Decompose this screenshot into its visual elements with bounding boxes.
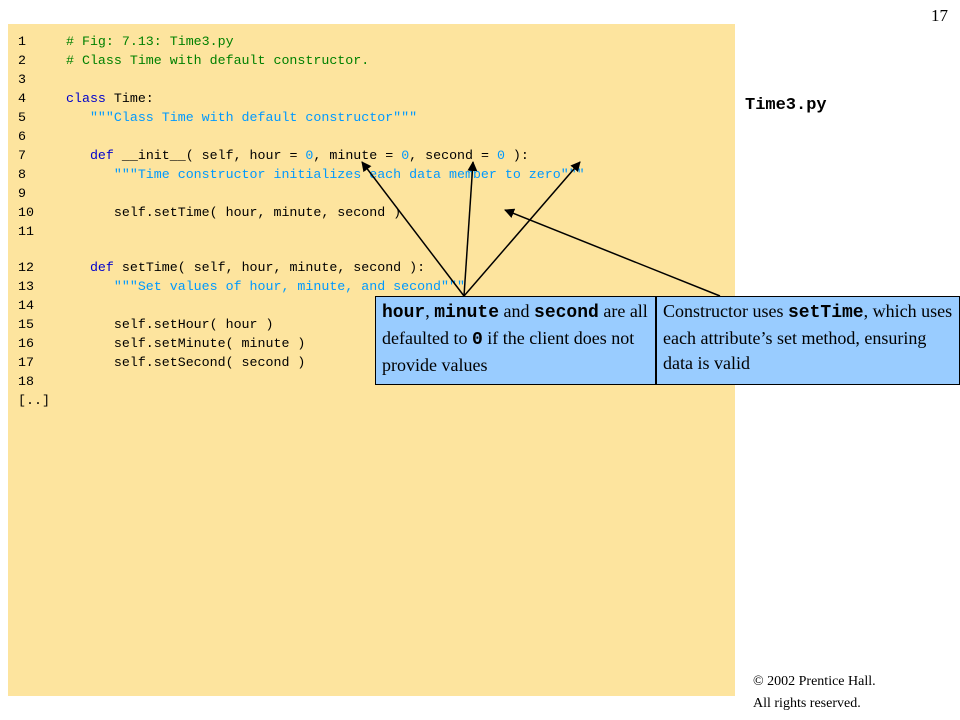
code-line: 5 """Class Time with default constructor… xyxy=(18,108,417,127)
code-text: def setTime( self, hour, minute, second … xyxy=(66,260,425,275)
code-line: 14 xyxy=(18,296,66,315)
code-token: class xyxy=(66,91,106,106)
copyright-notice: © 2002 Prentice Hall. All rights reserve… xyxy=(753,671,876,715)
code-line: 1 # Fig: 7.13: Time3.py xyxy=(18,32,234,51)
callout-text: are all defaulted to xyxy=(382,301,648,348)
arrow-to-settime-call xyxy=(504,208,721,297)
code-token: , minute = xyxy=(313,148,402,163)
line-number: 9 xyxy=(18,186,26,201)
line-number: 6 xyxy=(18,129,26,144)
line-number: 2 xyxy=(18,53,26,68)
code-text: self.setHour( hour ) xyxy=(66,317,274,332)
code-text: # Class Time with default constructor. xyxy=(66,53,369,68)
code-text: def __init__( self, hour = 0, minute = 0… xyxy=(66,148,529,163)
copyright-line: © 2002 Prentice Hall. xyxy=(753,674,876,689)
callout-text: and xyxy=(499,301,535,321)
code-line: 11 xyxy=(18,222,66,241)
callout-text: Constructor uses xyxy=(663,301,788,321)
line-number: 4 xyxy=(18,91,26,106)
line-number: 11 xyxy=(18,224,34,239)
code-token: """Set values of hour, minute, and secon… xyxy=(66,279,465,294)
code-line: 9 xyxy=(18,184,66,203)
line-number: 14 xyxy=(18,298,34,313)
code-text: # Fig: 7.13: Time3.py xyxy=(66,34,234,49)
page-number: 17 xyxy=(931,6,948,25)
callout-text: if the client does not provide values xyxy=(382,328,635,375)
code-line: 13 """Set values of hour, minute, and se… xyxy=(18,277,465,296)
code-line: [..] xyxy=(18,391,66,410)
code-text: """Set values of hour, minute, and secon… xyxy=(66,279,465,294)
line-number: 17 xyxy=(18,355,34,370)
line-number: 1 xyxy=(18,34,26,49)
line-number: 8 xyxy=(18,167,26,182)
code-line: 10 self.setTime( hour, minute, second ) xyxy=(18,203,401,222)
code-token: ): xyxy=(504,148,529,163)
line-number: 3 xyxy=(18,72,26,87)
code-token: self.setSecond( second ) xyxy=(66,355,306,370)
callout-default-arguments: hour, minute and second are all defaulte… xyxy=(375,296,656,385)
code-token: def xyxy=(89,148,114,163)
arrow-to-minute-default xyxy=(463,161,478,297)
line-number: 13 xyxy=(18,279,34,294)
arrow-to-second-default xyxy=(463,161,581,297)
code-token: 0 xyxy=(305,148,314,163)
code-line: 12 def setTime( self, hour, minute, seco… xyxy=(18,258,425,277)
line-number: 15 xyxy=(18,317,34,332)
code-line: 18 xyxy=(18,372,66,391)
code-text: self.setMinute( minute ) xyxy=(66,336,306,351)
code-line: 7 def __init__( self, hour = 0, minute =… xyxy=(18,146,529,165)
line-number: 7 xyxy=(18,148,26,163)
code-text: """Class Time with default constructor""… xyxy=(66,110,417,125)
code-token: """Class Time with default constructor""… xyxy=(66,110,418,125)
line-number: 16 xyxy=(18,336,34,351)
callout-settime: Constructor uses setTime, which uses eac… xyxy=(656,296,960,385)
callout-text: , xyxy=(425,301,435,321)
code-line: 4 class Time: xyxy=(18,89,154,108)
code-line: 17 self.setSecond( second ) xyxy=(18,353,305,372)
line-number: 12 xyxy=(18,260,34,275)
code-token: self.setHour( hour ) xyxy=(66,317,274,332)
code-token: __init__( self, hour = xyxy=(113,148,306,163)
code-token: def xyxy=(89,260,114,275)
code-token: self.setMinute( minute ) xyxy=(66,336,306,351)
code-token: , second = xyxy=(409,148,497,163)
code-line: 15 self.setHour( hour ) xyxy=(18,315,273,334)
code-text: self.setTime( hour, minute, second ) xyxy=(66,205,401,220)
code-token: self.setTime( hour, minute, second ) xyxy=(66,205,402,220)
line-number: [..] xyxy=(18,393,50,408)
line-number: 18 xyxy=(18,374,34,389)
code-settime: setTime xyxy=(788,303,864,323)
code-line: 6 xyxy=(18,127,66,146)
code-minute: minute xyxy=(434,303,500,323)
code-text: class Time: xyxy=(66,91,154,106)
code-token: setTime( self, hour, minute, second ): xyxy=(113,260,426,275)
code-token: # Fig: 7.13: Time3.py xyxy=(66,34,234,49)
arrow-to-hour-default xyxy=(361,161,465,297)
code-text: self.setSecond( second ) xyxy=(66,355,306,370)
code-token: Time: xyxy=(105,91,154,106)
code-token: 0 xyxy=(401,148,410,163)
copyright-line: All rights reserved. xyxy=(753,696,861,711)
code-line: 3 xyxy=(18,70,66,89)
callout-text: , which uses each attribute’s set method… xyxy=(663,301,953,373)
line-number: 5 xyxy=(18,110,26,125)
code-line: 2 # Class Time with default constructor. xyxy=(18,51,369,70)
code-hour: hour xyxy=(382,303,426,323)
code-line: 16 self.setMinute( minute ) xyxy=(18,334,305,353)
code-token: # Class Time with default constructor. xyxy=(66,53,370,68)
code-second: second xyxy=(534,303,599,323)
code-zero: 0 xyxy=(471,330,483,350)
line-number: 10 xyxy=(18,205,34,220)
code-token: 0 xyxy=(496,148,505,163)
file-name-label: Time3.py xyxy=(745,96,827,115)
